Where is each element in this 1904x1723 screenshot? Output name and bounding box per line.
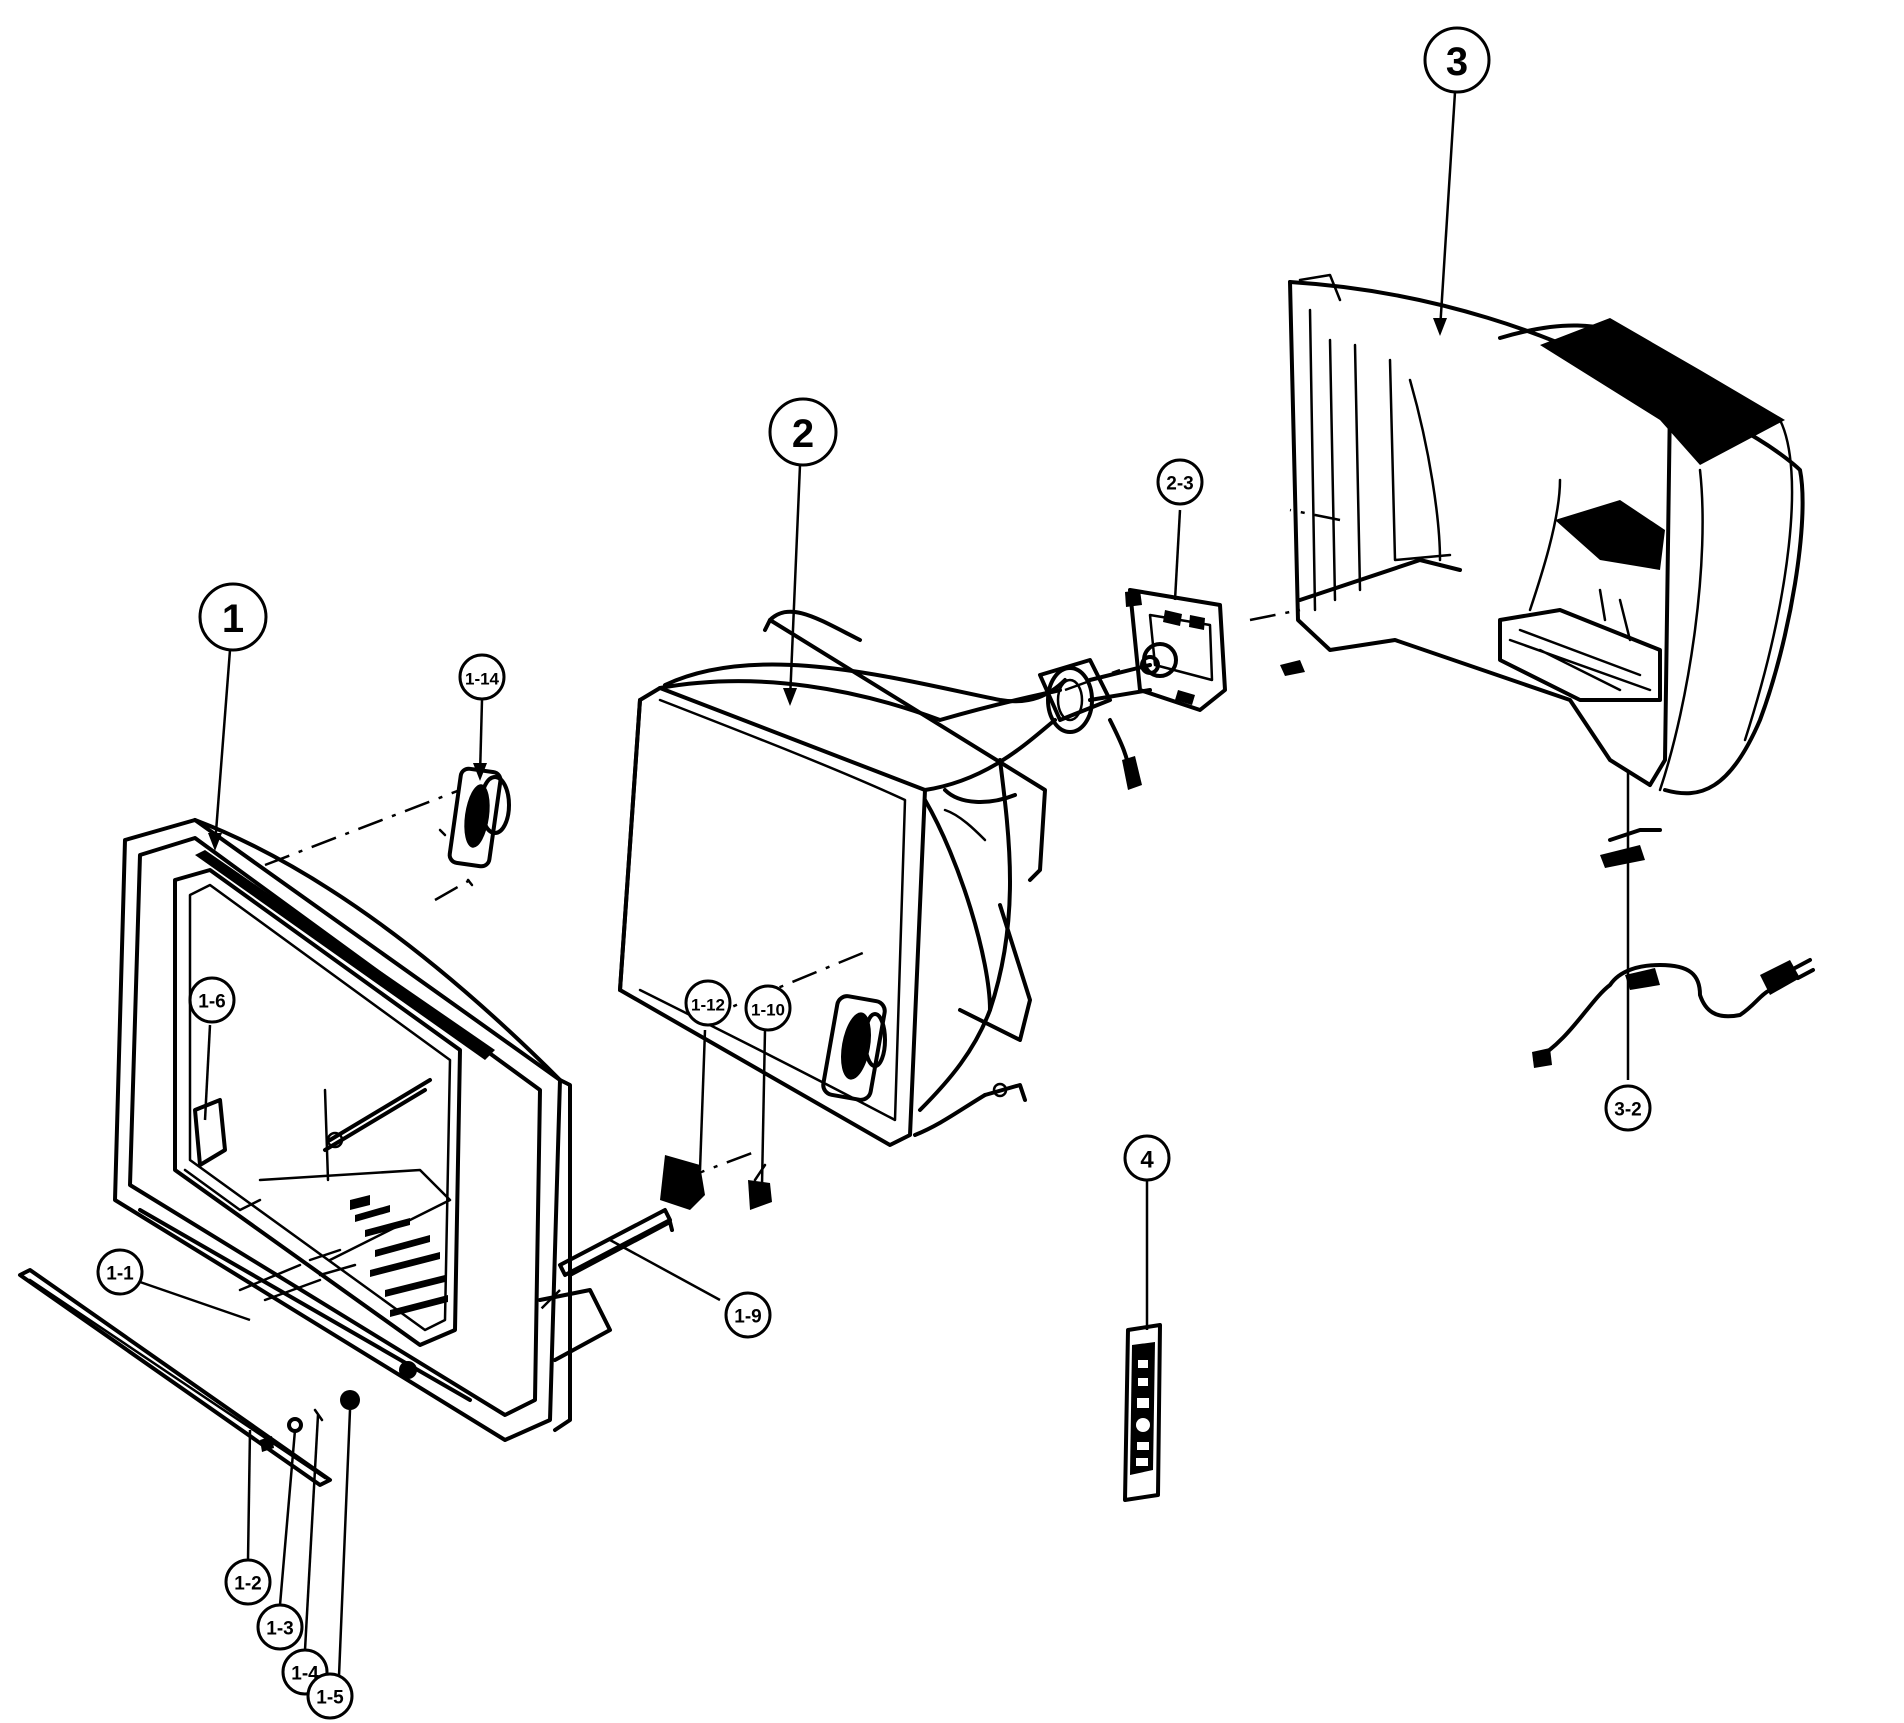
callout-1-5: 1-5: [306, 1672, 354, 1720]
callout-4: 4: [1123, 1134, 1171, 1182]
crt-socket-board: [1125, 588, 1227, 712]
callout-1-14-label: 1-14: [465, 670, 500, 689]
callout-1-2: 1-2: [224, 1558, 272, 1606]
control-board: [558, 1155, 772, 1277]
callout-1-3: 1-3: [256, 1603, 304, 1651]
right-speaker: [821, 994, 887, 1102]
callout-1-9: 1-9: [724, 1291, 772, 1339]
callout-1-12-label: 1-12: [691, 996, 725, 1015]
callout-2-3-label: 2-3: [1166, 474, 1193, 495]
leader-lines: [139, 91, 1630, 1701]
callout-1: 1: [198, 582, 268, 652]
small-buttons: [287, 1390, 360, 1433]
callout-1-14: 1-14: [458, 653, 506, 701]
callout-2-label: 2: [792, 412, 814, 456]
callout-3-label: 3: [1446, 40, 1468, 84]
callout-1-3-label: 1-3: [266, 1619, 293, 1640]
front-cabinet: [113, 818, 612, 1442]
callout-1-10-label: 1-10: [751, 1001, 785, 1020]
callout-4-label: 4: [1140, 1147, 1154, 1174]
control-door: [18, 1268, 332, 1487]
remote-control: [1123, 1323, 1162, 1502]
callout-3: 3: [1423, 26, 1491, 94]
callout-1-12: 1-12: [684, 979, 732, 1027]
callout-1-2-label: 1-2: [234, 1574, 261, 1595]
callout-1-5-label: 1-5: [316, 1688, 344, 1709]
picture-tube: [618, 609, 1152, 1147]
callout-1-1: 1-1: [96, 1248, 144, 1296]
rear-cabinet: [1280, 273, 1805, 868]
callout-2: 2: [768, 397, 838, 467]
callout-3-2-label: 3-2: [1614, 1100, 1641, 1121]
callout-1-10: 1-10: [744, 984, 792, 1032]
callout-1-6-label: 1-6: [198, 992, 225, 1013]
callout-3-2: 3-2: [1604, 1084, 1652, 1132]
assembly-lines: [264, 508, 1341, 1311]
power-cord: [1532, 958, 1815, 1068]
callout-1-label: 1: [222, 597, 244, 641]
left-speaker: [438, 766, 511, 887]
callout-1-9-label: 1-9: [734, 1307, 761, 1328]
callout-2-3: 2-3: [1156, 458, 1204, 506]
callout-1-6: 1-6: [188, 976, 236, 1024]
callout-1-1-label: 1-1: [106, 1264, 134, 1285]
callout-1-4-label: 1-4: [291, 1664, 319, 1685]
